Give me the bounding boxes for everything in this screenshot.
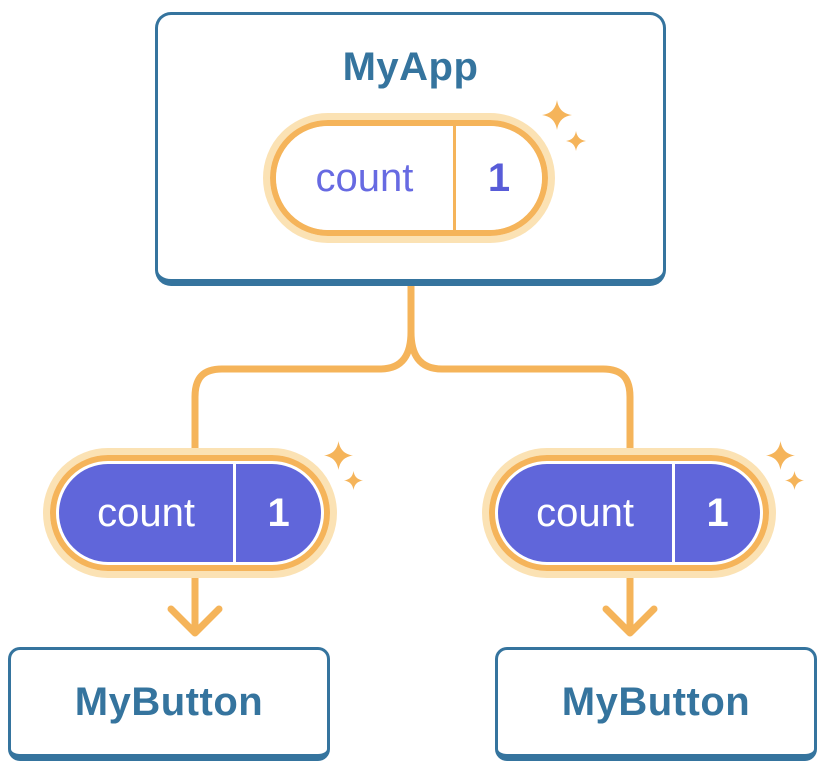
sparkle-large-icon <box>766 441 795 470</box>
mybutton-title: MyButton <box>74 679 264 724</box>
state-value: 1 <box>233 464 321 562</box>
state-name-label: count <box>315 155 414 200</box>
state-name-label: count <box>97 490 196 535</box>
state-pill-right-button: count 1 <box>482 448 776 578</box>
arrow-down-right-icon <box>602 605 658 637</box>
myapp-title: MyApp <box>342 45 479 89</box>
mybutton-card-right: MyButton <box>495 647 817 761</box>
state-pill-myapp: count 1 <box>263 113 555 243</box>
state-value: 1 <box>672 464 760 562</box>
arrow-down-left-icon <box>167 605 223 637</box>
state-value: 1 <box>452 126 542 230</box>
mybutton-title: MyButton <box>561 679 751 724</box>
state-pill-left-button: count 1 <box>43 448 337 578</box>
branch-right-line <box>407 328 634 630</box>
state-pill-body: count 1 <box>276 126 542 230</box>
sparkle-large-icon <box>324 441 353 470</box>
sparkle-small-icon <box>344 471 363 490</box>
sparkle-small-icon <box>785 471 804 490</box>
state-name-label: count <box>536 490 635 535</box>
state-pill-body: count 1 <box>59 464 321 562</box>
sparkle-large-icon <box>542 100 572 130</box>
state-pill-ring: count 1 <box>489 455 769 571</box>
state-pill-body: count 1 <box>498 464 760 562</box>
sparkle-small-icon <box>566 131 586 151</box>
mybutton-card-left: MyButton <box>8 647 330 761</box>
state-pill-ring: count 1 <box>50 455 330 571</box>
state-pill-ring: count 1 <box>270 120 548 236</box>
